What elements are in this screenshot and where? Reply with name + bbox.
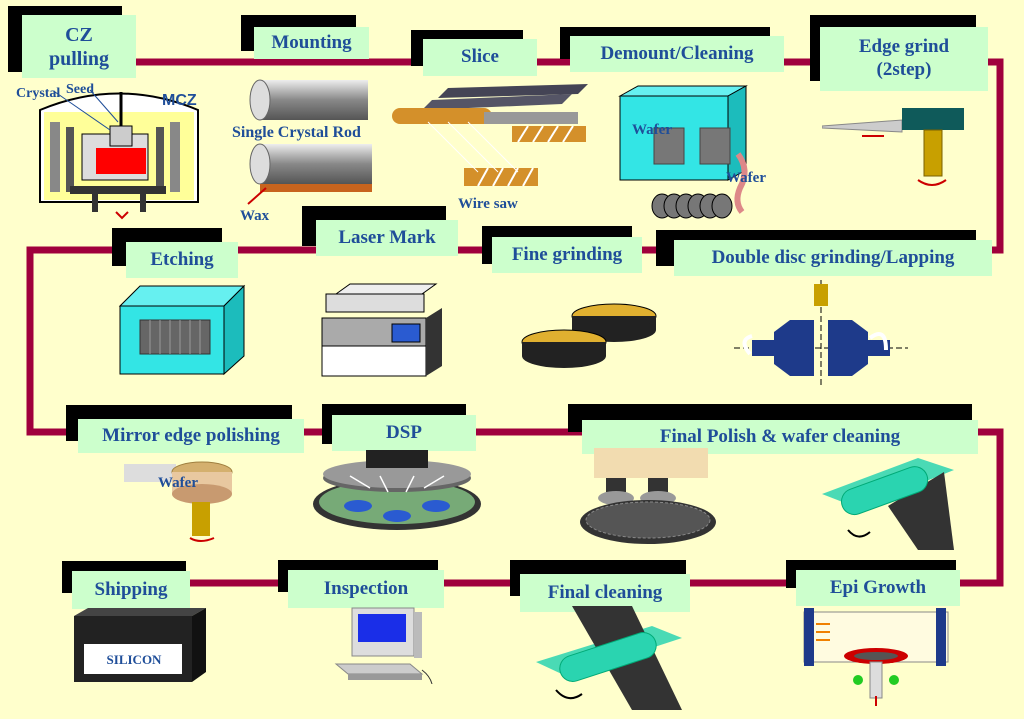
fine-grinding-illustration [521, 303, 657, 368]
seed-annotation: Seed [66, 82, 94, 97]
wafer-annotation-mirror-edge: Wafer [158, 475, 198, 491]
step-fine-grinding: Fine grinding [482, 226, 642, 276]
shipping-label: Shipping [72, 571, 190, 609]
wafer-annotation-demount: Wafer [632, 122, 672, 138]
step-edge-grind: Edge grind (2step) [810, 15, 988, 91]
step-mirror-edge-polishing: Mirror edge polishing [66, 405, 304, 455]
epi-reactor-illustration [803, 608, 949, 706]
cz-label-line2: pulling [48, 47, 110, 70]
inspection-computer-illustration [334, 607, 433, 684]
step-final-cleaning: Final cleaning [510, 560, 690, 612]
wire-saw-illustration [392, 84, 588, 187]
inspection-label: Inspection [288, 570, 444, 608]
wax-annotation: Wax [240, 208, 270, 224]
step-double-disc-grinding: Double disc grinding/Lapping [656, 230, 994, 278]
demount-label: Demount/Cleaning [570, 36, 784, 72]
wafer-annotation-demount-out: Wafer [726, 170, 766, 186]
etching-label: Etching [126, 242, 238, 278]
demount-tank-illustration [618, 85, 748, 219]
step-demount-cleaning: Demount/Cleaning [560, 27, 784, 73]
fine-grinding-label: Fine grinding [492, 237, 642, 273]
brush-cleaner-illustration-lower [536, 606, 682, 710]
mirror-edge-illustration [124, 461, 233, 542]
crystal-annotation: Crystal [16, 86, 61, 101]
laser-mark-label: Laser Mark [316, 220, 458, 256]
etching-tank-illustration [118, 284, 246, 376]
edge-grind-illustration [822, 108, 964, 186]
dsp-label: DSP [332, 415, 476, 451]
final-polish-illustration [580, 448, 716, 544]
step-laser-mark: Laser Mark [302, 206, 460, 258]
epi-growth-label: Epi Growth [796, 570, 960, 606]
slice-label: Slice [423, 39, 537, 76]
step-slice: Slice [411, 30, 537, 76]
brush-cleaner-illustration-upper [822, 458, 954, 550]
step-shipping: Shipping [62, 561, 190, 609]
laser-mark-illustration [321, 283, 442, 377]
step-epi-growth: Epi Growth [786, 560, 960, 608]
edge-grind-label-line2: (2step) [876, 59, 932, 80]
cz-puller-illustration [39, 89, 199, 220]
step-inspection: Inspection [278, 560, 444, 608]
single-crystal-rod-annotation: Single Crystal Rod [232, 124, 361, 141]
step-mounting: Mounting [241, 15, 369, 59]
step-dsp: DSP [322, 404, 478, 456]
mounting-label: Mounting [254, 27, 369, 59]
step-cz-pulling: CZ pulling [8, 6, 136, 78]
cz-label-line1: CZ [65, 23, 93, 46]
double-disc-illustration [734, 280, 908, 388]
dsp-illustration [313, 450, 481, 530]
wire-saw-annotation: Wire saw [458, 196, 518, 212]
mcz-annotation: MCZ [162, 92, 197, 109]
final-cleaning-label: Final cleaning [520, 574, 690, 612]
shipping-box-illustration [74, 608, 206, 682]
silicon-box-label: SILICON [106, 652, 162, 667]
edge-grind-label-line1: Edge grind [858, 36, 950, 58]
mounting-rods-illustration [247, 79, 372, 205]
mirror-edge-label: Mirror edge polishing [78, 419, 304, 453]
double-disc-label: Double disc grinding/Lapping [674, 240, 992, 276]
step-etching: Etching [112, 228, 238, 278]
